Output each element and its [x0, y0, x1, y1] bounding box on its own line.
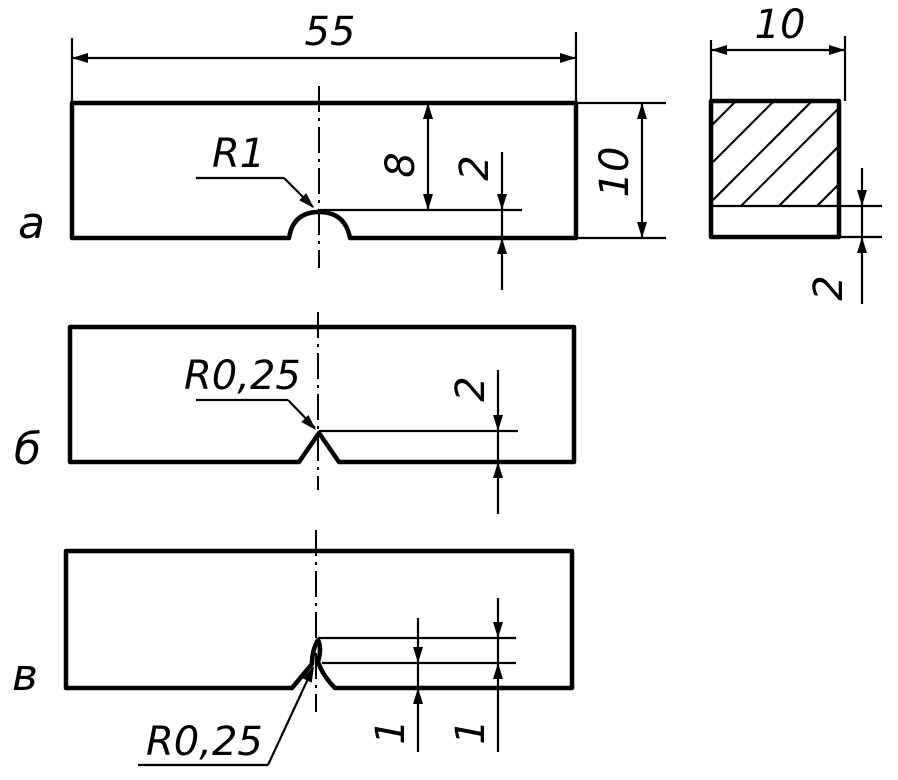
- leader-radius-a: R1: [196, 131, 318, 212]
- section-hatching: [710, 100, 840, 207]
- variant-b-specimen: 2 R0,25 б: [14, 312, 577, 514]
- section-outline: [708, 98, 842, 240]
- radius-b-value: R0,25: [184, 353, 301, 399]
- radius-a-value: R1: [212, 131, 265, 177]
- length-value: 55: [305, 9, 356, 55]
- notch-depth-b-value: 2: [448, 376, 494, 401]
- dimension-notch-depth-a: 2: [452, 152, 507, 290]
- variant-c-specimen: 1 1 R0,25 в: [12, 530, 575, 767]
- variant-a-specimen: 55 10 8 2: [18, 9, 666, 290]
- variant-a-outline: [69, 100, 579, 241]
- section-width-value: 10: [755, 2, 806, 48]
- variant-c-label: в: [12, 650, 38, 701]
- variant-b-outline: [67, 324, 577, 465]
- ligament-value: 8: [378, 152, 424, 177]
- radius-c-value: R0,25: [146, 719, 263, 765]
- variant-a-label: a: [18, 198, 45, 249]
- cross-section: 10 2: [708, 2, 882, 304]
- dimension-ligament: 8: [319, 103, 522, 212]
- height-value: 10: [592, 147, 638, 198]
- variant-b-label: б: [14, 424, 41, 475]
- dimension-length: 55: [70, 9, 578, 103]
- dim-c-left-value: 1: [368, 719, 414, 744]
- dim-c-right-value: 1: [448, 719, 494, 744]
- notch-depth-a-value: 2: [452, 155, 498, 180]
- variant-c-outline: [63, 548, 575, 691]
- section-notch-depth-value: 2: [806, 275, 852, 300]
- dimension-height: 10: [576, 101, 666, 240]
